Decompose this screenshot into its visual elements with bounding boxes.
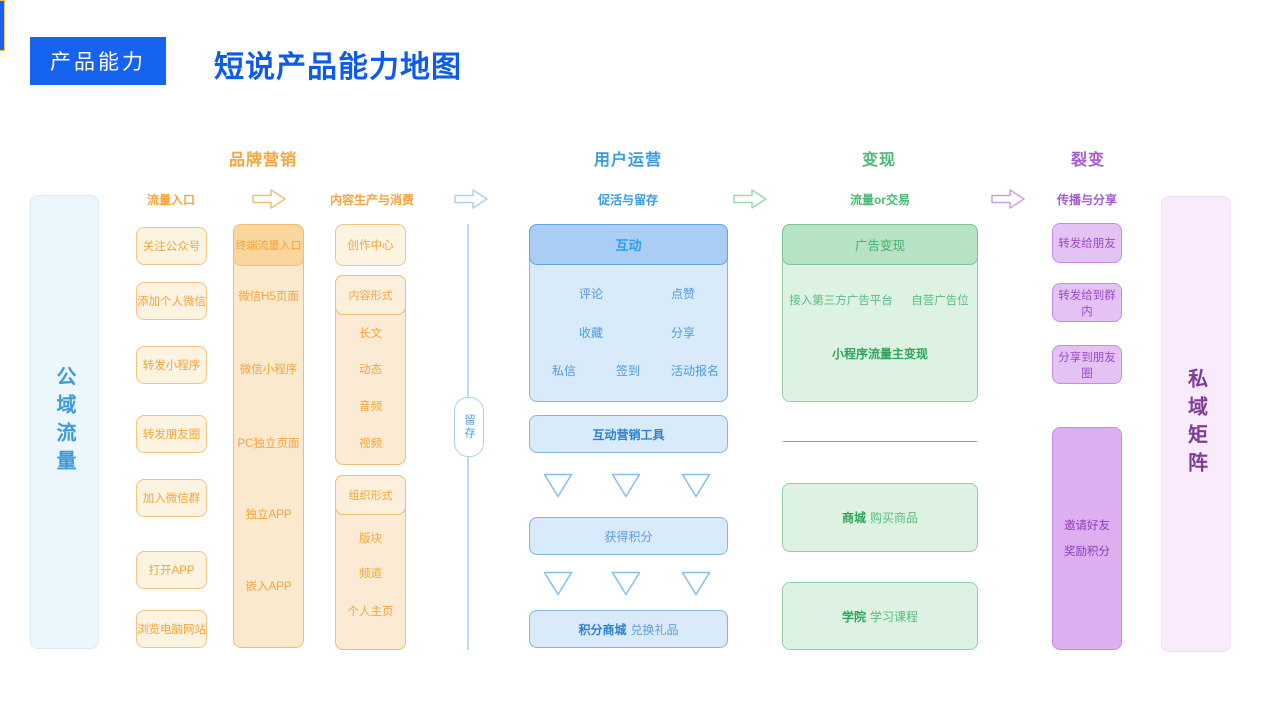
node-points-mall: 积分商城 兑换礼品: [529, 610, 728, 648]
node-join-wechat-group: 加入微信群: [136, 479, 207, 517]
node-invite-friends-rewards: 邀请好友 奖励积分: [1052, 427, 1122, 650]
down-triangle-icon: [543, 571, 573, 596]
stage-header-monetization: 变现: [861, 152, 896, 169]
node-channel: 频道: [359, 568, 382, 580]
mall-label: 商城: [841, 511, 866, 525]
node-forward-miniprogram: 转发小程序: [136, 346, 207, 384]
node-follow-official-account: 关注公众号: [136, 227, 207, 265]
invite-friends-line: 邀请好友: [1064, 519, 1110, 532]
node-standalone-app: 独立APP: [245, 509, 292, 521]
flow-arrow-icon: [991, 189, 1025, 209]
terminal-entry-group: 终端流量入口 微信H5页面 微信小程序 PC独立页面 独立APP 嵌入APP: [233, 224, 304, 648]
subheader-traffic-entry: 流量入口: [146, 193, 195, 207]
academy-desc: 学习课程: [870, 609, 919, 624]
node-interactive-marketing-tools: 互动营销工具: [529, 415, 728, 453]
edge-accent-bar: [0, 0, 5, 51]
retention-pill-label: 留存: [463, 414, 475, 440]
node-forward-to-friends: 转发给朋友: [1052, 223, 1122, 263]
node-self-operated-ad-slot: 自营广告位: [911, 295, 969, 307]
node-mall: 商城 购买商品: [782, 483, 978, 552]
subheader-spread-share: 传播与分享: [1056, 193, 1117, 207]
retention-pill: 留存: [454, 397, 484, 457]
points-mall-label: 积分商城: [578, 622, 627, 637]
terminal-entry-group-header: 终端流量入口: [233, 224, 304, 266]
node-long-article: 长文: [359, 328, 382, 340]
category-badge: 产品能力: [30, 37, 166, 85]
node-share-to-moments: 分享到朋友圈: [1052, 345, 1122, 384]
mall-desc: 购买商品: [870, 511, 919, 525]
node-wechat-miniprogram: 微信小程序: [239, 364, 298, 376]
node-personal-homepage: 个人主页: [347, 606, 394, 618]
stage-header-fission: 裂变: [1070, 152, 1105, 169]
down-triangle-icon: [681, 571, 711, 596]
subheader-traffic-or-trade: 流量or交易: [849, 193, 910, 207]
monetization-divider: [783, 441, 977, 442]
interactive-marketing-tools-label: 互动营销工具: [592, 427, 665, 442]
down-triangle-icon: [681, 473, 711, 498]
ad-monetization-header: 广告变现: [782, 224, 978, 265]
node-creation-center: 创作中心: [335, 224, 406, 266]
node-board: 版块: [359, 533, 382, 545]
node-wechat-h5: 微信H5页面: [238, 291, 299, 303]
down-triangle-icon: [611, 473, 641, 498]
subheader-activation-retention: 促活与留存: [597, 193, 658, 207]
public-domain-label: 公域流量: [53, 366, 75, 478]
node-academy: 学院 学习课程: [782, 582, 978, 650]
page-title: 短说产品能力地图: [214, 51, 462, 84]
node-add-personal-wechat: 添加个人微信: [136, 282, 207, 320]
flow-arrow-icon: [454, 189, 488, 209]
node-comment: 评论: [578, 287, 603, 301]
node-share: 分享: [670, 326, 695, 340]
org-forms-group: 组织形式 版块 频道 个人主页: [335, 475, 406, 650]
interaction-group: 互动 评论 点赞 收藏 分享 私信 签到 活动报名: [529, 224, 728, 402]
node-forward-moments: 转发朋友圈: [136, 415, 207, 453]
reward-points-line: 奖励积分: [1064, 545, 1110, 558]
node-open-app: 打开APP: [136, 551, 207, 589]
node-earn-points: 获得积分: [529, 517, 728, 555]
content-forms-header: 内容形式: [335, 275, 406, 315]
stage-header-user-operations: 用户运营: [593, 152, 662, 169]
node-miniprogram-ad-revenue: 小程序流量主变现: [831, 347, 928, 361]
node-private-message: 私信: [551, 364, 576, 378]
interaction-header: 互动: [529, 224, 728, 265]
content-forms-group: 内容形式 长文 动态 音频 视频: [335, 275, 406, 465]
flow-arrow-icon: [733, 189, 767, 209]
node-embedded-app: 嵌入APP: [245, 581, 292, 593]
stage-header-brand-marketing: 品牌营销: [228, 152, 297, 169]
node-third-party-ad-platform: 接入第三方广告平台: [789, 295, 893, 307]
down-triangle-icon: [611, 571, 641, 596]
private-domain-label: 私域矩阵: [1184, 368, 1207, 480]
down-triangle-icon: [543, 473, 573, 498]
node-check-in: 签到: [615, 364, 640, 378]
points-mall-desc: 兑换礼品: [630, 622, 679, 637]
node-pc-standalone-page: PC独立页面: [237, 438, 300, 450]
node-browse-pc-site: 浏览电脑网站: [136, 610, 207, 648]
subheader-content-production: 内容生产与消费: [329, 193, 414, 207]
node-dynamic-post: 动态: [359, 364, 382, 376]
academy-label: 学院: [841, 609, 866, 624]
public-domain-rail: 公域流量: [30, 195, 99, 649]
ad-monetization-group: 广告变现 接入第三方广告平台 自营广告位 小程序流量主变现: [782, 224, 978, 402]
org-forms-header: 组织形式: [335, 475, 406, 515]
node-like: 点赞: [670, 287, 695, 301]
private-domain-rail: 私域矩阵: [1161, 196, 1231, 652]
flow-arrow-icon: [252, 189, 286, 209]
node-audio: 音频: [359, 401, 382, 413]
node-forward-to-group: 转发给到群内: [1052, 283, 1122, 322]
node-favorite: 收藏: [578, 326, 603, 340]
node-event-signup: 活动报名: [670, 364, 719, 378]
node-video: 视频: [359, 438, 382, 450]
